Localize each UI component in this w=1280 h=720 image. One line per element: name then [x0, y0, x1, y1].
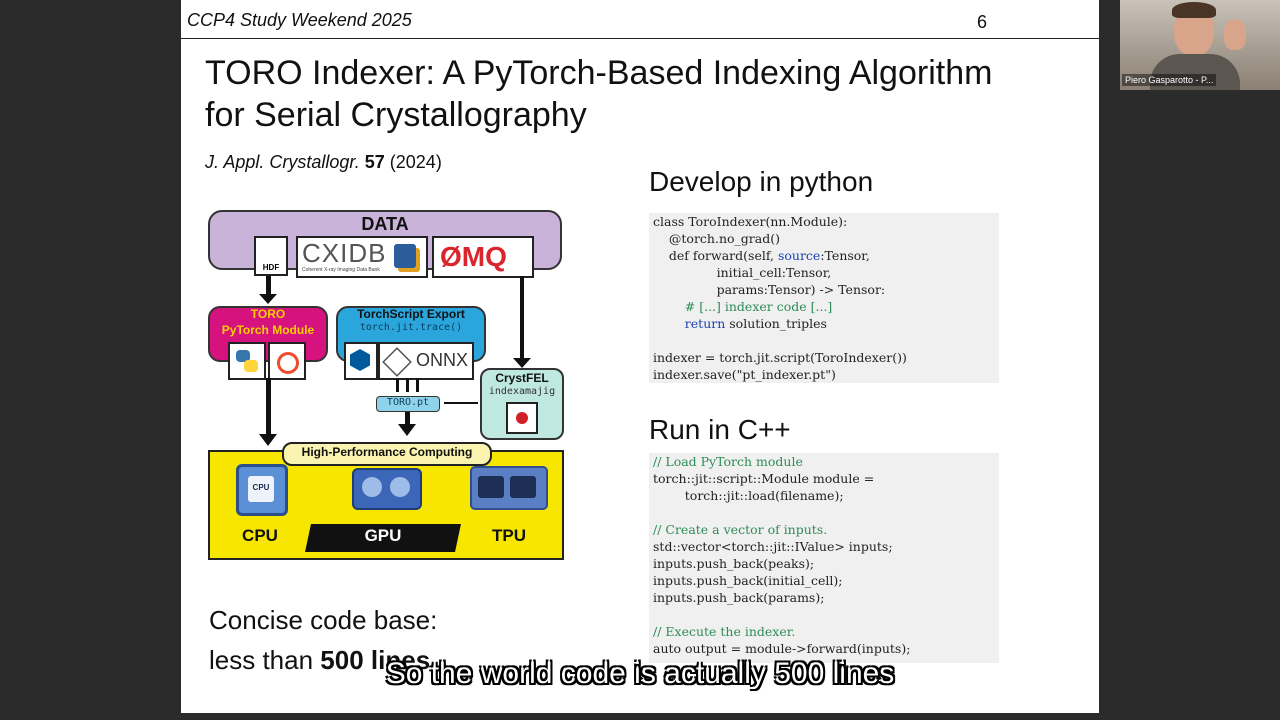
- zmq-logo: ØMQ: [432, 236, 534, 278]
- pytorch-module-label: PyTorch Module: [221, 323, 315, 337]
- hdf-label: HDF: [262, 263, 280, 272]
- arrow-pt-crystfel: [444, 402, 478, 404]
- event-title: CCP4 Study Weekend 2025: [187, 10, 412, 30]
- gpu-label: GPU: [364, 526, 402, 545]
- subtitle-caption: So the world code is actually 500 lines: [385, 657, 895, 690]
- speaker-body: [1150, 54, 1240, 90]
- presentation-slide: CCP4 Study Weekend 2025 6 TORO Indexer: …: [181, 0, 1099, 713]
- arrow-zmq-crystfel: [520, 276, 524, 360]
- cxidb-cube-icon: [394, 244, 416, 268]
- crystfel-label: CrystFEL: [495, 371, 549, 385]
- tpu-board-icon: [470, 466, 548, 510]
- data-label: DATA: [361, 214, 409, 234]
- arrow-hdf-toro: [266, 276, 271, 296]
- arrow-export-3: [416, 378, 419, 392]
- torchscript-sub: torch.jit.trace(): [359, 322, 463, 333]
- speaker-name: Piero Gasparotto - P...: [1122, 74, 1217, 86]
- concise-line-2: less than 500 lines: [209, 645, 431, 675]
- cxidb-logo: CXIDB Coherent X-ray Imaging Data Bank: [296, 236, 428, 278]
- cpu-chip-icon: CPU: [236, 464, 288, 516]
- speaker-hair: [1172, 2, 1216, 18]
- arrow-toro-hpc: [266, 378, 271, 436]
- arrow-export-1: [396, 378, 399, 392]
- arrow-pt-hpc: [405, 412, 410, 426]
- onnx-icon: [382, 347, 412, 377]
- slide-header: CCP4 Study Weekend 2025 6: [181, 0, 1099, 39]
- arrow-head: [259, 294, 277, 304]
- cpp-code-block: // Load PyTorch module torch::jit::scrip…: [649, 453, 999, 663]
- cpp-icon: [344, 342, 378, 380]
- citation-year: (2024): [389, 152, 442, 172]
- hpc-label: High-Performance Computing: [301, 445, 473, 459]
- title-line-2: for Serial Crystallography: [205, 96, 587, 134]
- arrow-export-2: [406, 378, 409, 392]
- citation: J. Appl. Crystallogr. 57 (2024): [205, 152, 442, 173]
- arrow-head: [513, 358, 531, 368]
- title-line-1: TORO Indexer: A PyTorch-Based Indexing A…: [205, 54, 993, 92]
- cpu-label: CPU: [242, 526, 278, 545]
- speaker-hand: [1224, 20, 1246, 50]
- toro-pt-box: [376, 396, 440, 412]
- python-heading: Develop in python: [649, 166, 874, 197]
- gpu-card-icon: [352, 468, 422, 510]
- concise-line-1: Concise code base:: [209, 605, 438, 635]
- concise-note: Concise code base: less than 500 lines: [209, 600, 437, 680]
- onnx-logo: ONNX: [378, 342, 474, 380]
- crystfel-icon: [506, 402, 538, 434]
- cxidb-label: CXIDB: [302, 238, 387, 268]
- toro-pt-label: TORO.pt: [386, 397, 430, 408]
- onnx-label: ONNX: [416, 350, 469, 370]
- zmq-label: ØMQ: [440, 241, 507, 272]
- hdf-file-icon: HDF: [254, 236, 288, 276]
- arrow-head: [259, 434, 277, 446]
- torchscript-label: TorchScript Export: [357, 307, 465, 321]
- python-code-block: class ToroIndexer(nn.Module): @torch.no_…: [649, 213, 999, 383]
- python-icon: [228, 342, 266, 380]
- cxidb-sub: Coherent X-ray Imaging Data Bank: [302, 267, 380, 273]
- page-number: 6: [977, 12, 988, 32]
- arrow-head: [398, 424, 416, 436]
- crystfel-sub: indexamajig: [488, 386, 556, 397]
- architecture-diagram: DATA HDF CXIDB Coherent X-ray Imaging Da…: [208, 210, 568, 560]
- hpc-label-box: [282, 442, 492, 466]
- pytorch-icon: [268, 342, 306, 380]
- cpu-chip-label: CPU: [252, 483, 270, 492]
- toro-label: TORO: [250, 307, 286, 321]
- speaker-video[interactable]: Piero Gasparotto - P...: [1120, 0, 1280, 90]
- cpp-heading: Run in C++: [649, 414, 791, 445]
- slide-title: TORO Indexer: A PyTorch-Based Indexing A…: [205, 52, 1085, 136]
- citation-journal: J. Appl. Crystallogr.: [205, 152, 360, 172]
- citation-volume: 57: [364, 152, 385, 172]
- tpu-label: TPU: [492, 526, 526, 545]
